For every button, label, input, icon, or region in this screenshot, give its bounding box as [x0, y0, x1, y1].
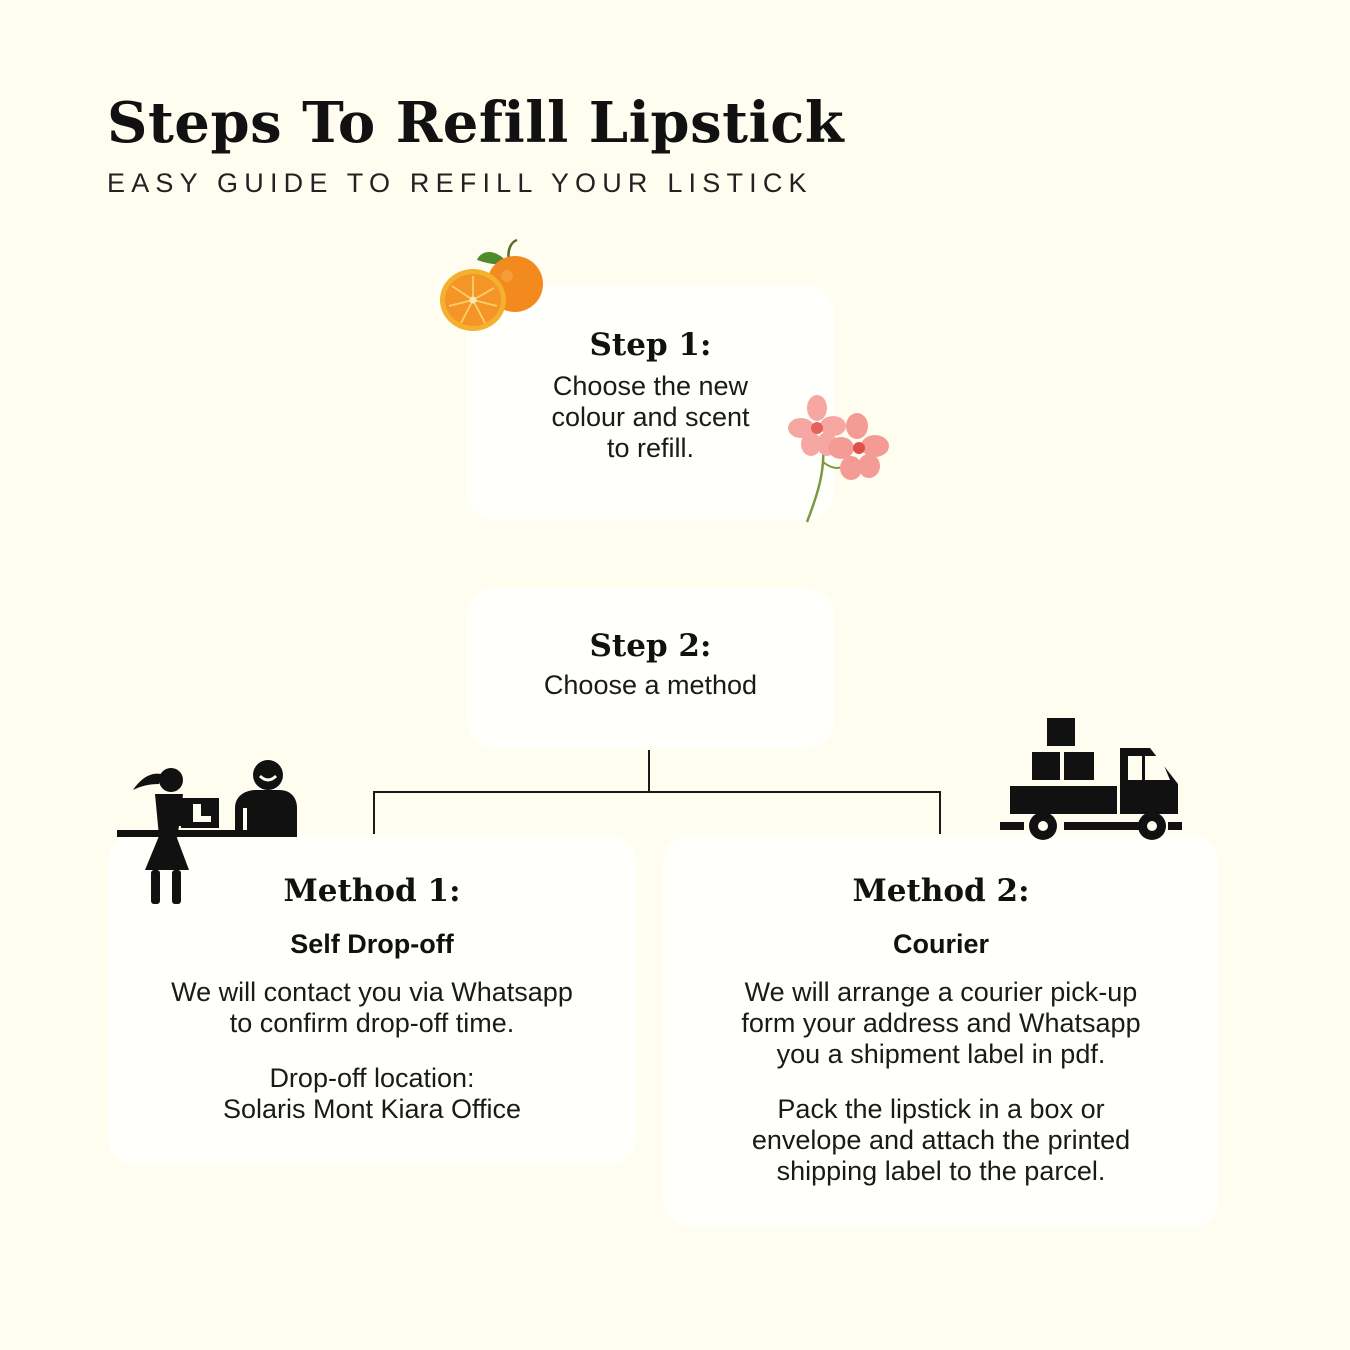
- step-1-text: Choose the new colour and scent to refil…: [467, 371, 834, 464]
- step-2-card: Step 2: Choose a method: [467, 588, 834, 748]
- step-1-line: colour and scent: [551, 402, 750, 432]
- connector-left-drop: [373, 791, 375, 834]
- page-subtitle: EASY GUIDE TO REFILL YOUR LISTICK: [107, 168, 813, 198]
- method-1-contact-text: We will contact you via Whatsapp to conf…: [108, 977, 636, 1039]
- page-title: Steps To Refill Lipstick: [107, 90, 845, 156]
- connector-right-drop: [939, 791, 941, 834]
- method-2-line: shipping label to the parcel.: [776, 1156, 1106, 1186]
- connector-horizontal: [373, 791, 941, 793]
- method-2-courier-text: We will arrange a courier pick-up form y…: [663, 977, 1219, 1070]
- method-1-line: Drop-off location:: [269, 1063, 475, 1093]
- method-2-line: Pack the lipstick in a box or: [777, 1094, 1105, 1124]
- counter-dropoff-icon: [117, 760, 297, 904]
- step-1-card: Step 1: Choose the new colour and scent …: [467, 285, 834, 520]
- method-1-subheading: Self Drop-off: [290, 929, 454, 959]
- method-1-line: We will contact you via Whatsapp: [171, 977, 573, 1007]
- method-2-line: you a shipment label in pdf.: [776, 1039, 1106, 1069]
- method-2-heading: Method 2:: [852, 873, 1030, 909]
- step-1-line: Choose the new: [552, 371, 749, 401]
- method-2-line: We will arrange a courier pick-up: [744, 977, 1138, 1007]
- step-1-line: to refill.: [606, 433, 695, 463]
- orange-fruit-icon: [440, 238, 543, 331]
- method-2-line: form your address and Whatsapp: [741, 1008, 1141, 1038]
- method-1-line: Solaris Mont Kiara Office: [222, 1094, 522, 1124]
- method-2-subheading: Courier: [892, 929, 990, 959]
- method-1-heading: Method 1:: [283, 873, 461, 909]
- step-1-heading: Step 1:: [589, 327, 712, 363]
- step-2-text: Choose a method: [543, 670, 758, 700]
- step-2-heading: Step 2:: [589, 628, 712, 664]
- method-2-packing-text: Pack the lipstick in a box or envelope a…: [663, 1094, 1219, 1187]
- method-1-location-text: Drop-off location: Solaris Mont Kiara Of…: [108, 1063, 636, 1125]
- pink-flower-icon: [788, 395, 889, 523]
- method-2-line: envelope and attach the printed: [751, 1125, 1131, 1155]
- method-2-card: Method 2: Courier We will arrange a cour…: [663, 835, 1219, 1227]
- delivery-truck-icon: [1000, 718, 1182, 840]
- method-1-card: Method 1: Self Drop-off We will contact …: [108, 835, 636, 1165]
- connector-vertical: [648, 750, 650, 793]
- method-1-line: to confirm drop-off time.: [229, 1008, 515, 1038]
